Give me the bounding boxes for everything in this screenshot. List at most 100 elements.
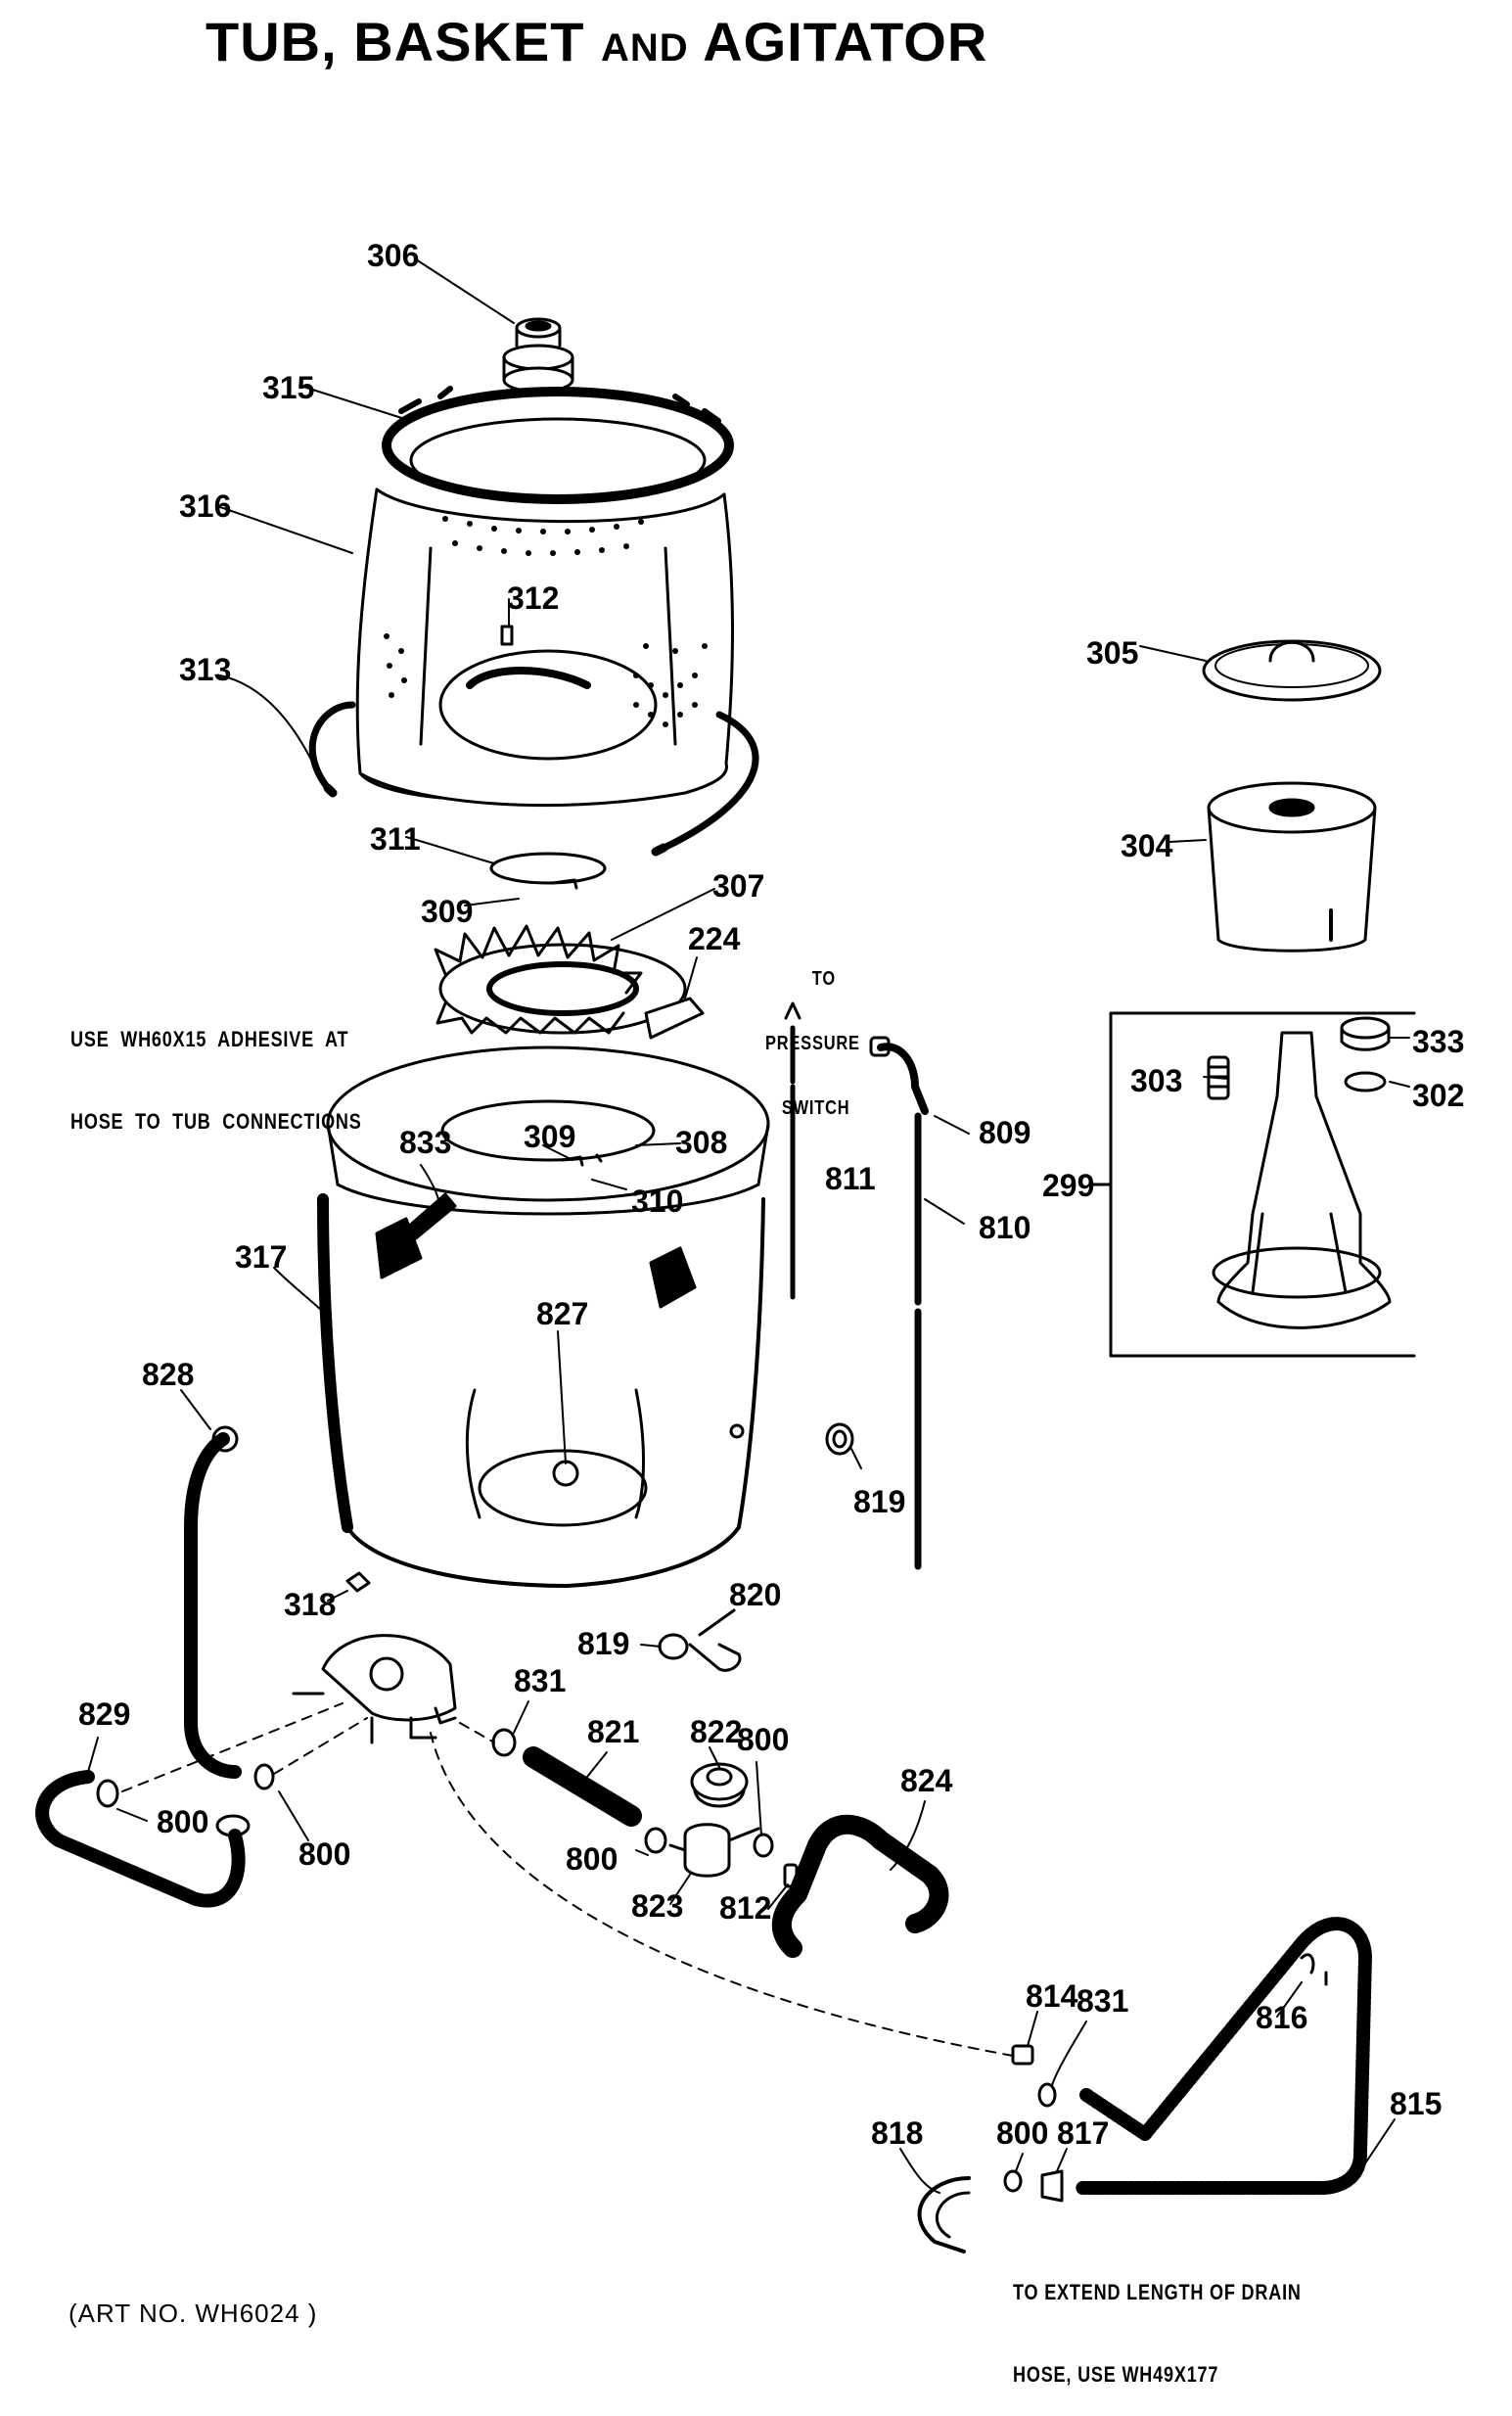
callout-831-lower: 831: [1077, 1983, 1128, 2019]
callout-309-lower: 309: [524, 1119, 575, 1154]
callout-819-upper: 819: [853, 1484, 905, 1519]
callout-316: 316: [179, 488, 231, 524]
callout-315: 315: [262, 370, 314, 405]
callout-812: 812: [719, 1890, 771, 1926]
callout-310: 310: [631, 1184, 683, 1219]
callout-820: 820: [729, 1577, 781, 1612]
callout-833: 833: [399, 1125, 451, 1160]
callout-823: 823: [631, 1888, 683, 1924]
callout-809: 809: [979, 1115, 1031, 1150]
callout-818: 818: [871, 2115, 923, 2151]
part-307-gasket: [434, 924, 687, 1035]
callout-305: 305: [1086, 635, 1138, 671]
part-809-elbow: [869, 1036, 929, 1115]
callout-303: 303: [1130, 1063, 1182, 1098]
part-819-plug-upper: [825, 1422, 854, 1456]
part-311-hose-clamp: [489, 852, 607, 890]
part-818-drain-guide: [917, 2176, 971, 2253]
clamp-831-b: [1037, 2082, 1057, 2108]
callout-800-a: 800: [157, 1804, 208, 1839]
clamp-831-a: [491, 1728, 517, 1757]
part-315-balance-ring: [382, 386, 734, 504]
callout-817: 817: [1057, 2115, 1109, 2151]
callout-815: 815: [1390, 2086, 1442, 2121]
drain-hose-note: TO EXTEND LENGTH OF DRAIN HOSE, USE WH49…: [1013, 2224, 1302, 2416]
callout-831-upper: 831: [514, 1663, 566, 1698]
callout-827: 827: [536, 1296, 588, 1331]
callout-816: 816: [1256, 2000, 1307, 2035]
adhesive-note-line-1: USE WH60X15 ADHESIVE AT: [70, 1027, 349, 1051]
part-312-clip: [500, 625, 514, 646]
callout-800-e: 800: [996, 2115, 1048, 2151]
pressure-note-line-1: TO: [811, 968, 836, 990]
adhesive-note-line-2: HOSE TO TUB CONNECTIONS: [70, 1109, 362, 1134]
callout-309-upper: 309: [421, 894, 473, 929]
callout-308: 308: [675, 1125, 727, 1160]
part-299-agitator-assembly-box: [1089, 1011, 1416, 1358]
part-305-agitator-cap: [1202, 639, 1382, 702]
part-821-hose: [523, 1746, 642, 1827]
clamp-800-e: [1003, 2169, 1023, 2193]
art-number: (ART NO. WH6024 ): [69, 2299, 318, 2328]
drain-note-line-2: HOSE, USE WH49X177: [1013, 2362, 1219, 2387]
exploded-parts-diagram: 306 315 316 312 313 311 309 307 224 305 …: [35, 238, 1464, 2253]
drain-note-line-1: TO EXTEND LENGTH OF DRAIN: [1013, 2280, 1302, 2304]
title-part-1: TUB, BASKET: [206, 11, 585, 72]
part-302-o-ring: [1344, 1071, 1387, 1092]
part-815-drain-hose: [1075, 1917, 1372, 2195]
title-part-2: AGITATOR: [703, 11, 988, 72]
diagram-title: TUB, BASKET AND AGITATOR: [206, 10, 987, 73]
title-and: AND: [601, 26, 689, 70]
callout-311: 311: [370, 821, 421, 857]
part-306-agitator-cap: [502, 317, 574, 394]
callout-333: 333: [1412, 1024, 1464, 1059]
adhesive-note: USE WH60X15 ADHESIVE AT HOSE TO TUB CONN…: [70, 971, 362, 1163]
clamp-800-b: [253, 1763, 275, 1790]
part-817-coupling: [1040, 2169, 1064, 2203]
leader-lines: [87, 258, 1410, 2194]
pressure-note-line-2: PRESSURE: [765, 1033, 860, 1054]
part-822-check-valve: [690, 1762, 749, 1808]
callout-814: 814: [1026, 1978, 1078, 2014]
callout-299: 299: [1042, 1168, 1094, 1203]
clamp-800-a: [96, 1779, 119, 1808]
callout-829: 829: [78, 1696, 130, 1732]
callout-800-c: 800: [737, 1722, 789, 1757]
callout-307: 307: [712, 868, 764, 904]
part-318-clip: [345, 1571, 371, 1593]
pump-assembly: [292, 1634, 457, 1744]
part-814-adapter: [1011, 2044, 1034, 2066]
callout-800-b: 800: [298, 1836, 350, 1872]
part-224-bracket: [644, 997, 705, 1040]
pressure-switch-note: TO PRESSURE SWITCH: [765, 925, 860, 1140]
part-333-cap: [1340, 1016, 1391, 1051]
part-823-tee: [668, 1823, 760, 1878]
callout-312: 312: [507, 581, 559, 616]
part-829-hose: [35, 1770, 251, 1908]
clamp-800-c: [644, 1827, 667, 1854]
callout-822: 822: [690, 1714, 742, 1749]
callout-824: 824: [900, 1763, 953, 1798]
part-824-hose: [771, 1814, 949, 1958]
callout-306: 306: [367, 238, 419, 273]
callout-313: 313: [179, 652, 231, 687]
callout-819-lower: 819: [577, 1626, 629, 1661]
callout-labels: 306 315 316 312 313 311 309 307 224 305 …: [78, 238, 1464, 2151]
part-811-pressure-tube: [784, 1001, 802, 1300]
callout-821: 821: [587, 1714, 639, 1749]
callout-317: 317: [235, 1239, 287, 1275]
callout-810: 810: [979, 1210, 1031, 1245]
callout-800-d: 800: [566, 1841, 618, 1877]
part-828-hose: [184, 1425, 242, 1779]
pressure-note-line-3: SWITCH: [781, 1097, 850, 1119]
callout-302: 302: [1412, 1078, 1464, 1113]
callout-304: 304: [1121, 828, 1173, 863]
clamp-800-d: [753, 1833, 774, 1858]
part-304-agitator-top: [1207, 781, 1377, 952]
part-819-plug-lower: [658, 1633, 689, 1660]
callout-224: 224: [688, 921, 741, 956]
part-313-tub-ring-seal: [308, 701, 759, 857]
part-316-wash-basket: [355, 488, 734, 808]
callout-811: 811: [825, 1161, 876, 1196]
part-820-spring-clip: [688, 1608, 742, 1672]
